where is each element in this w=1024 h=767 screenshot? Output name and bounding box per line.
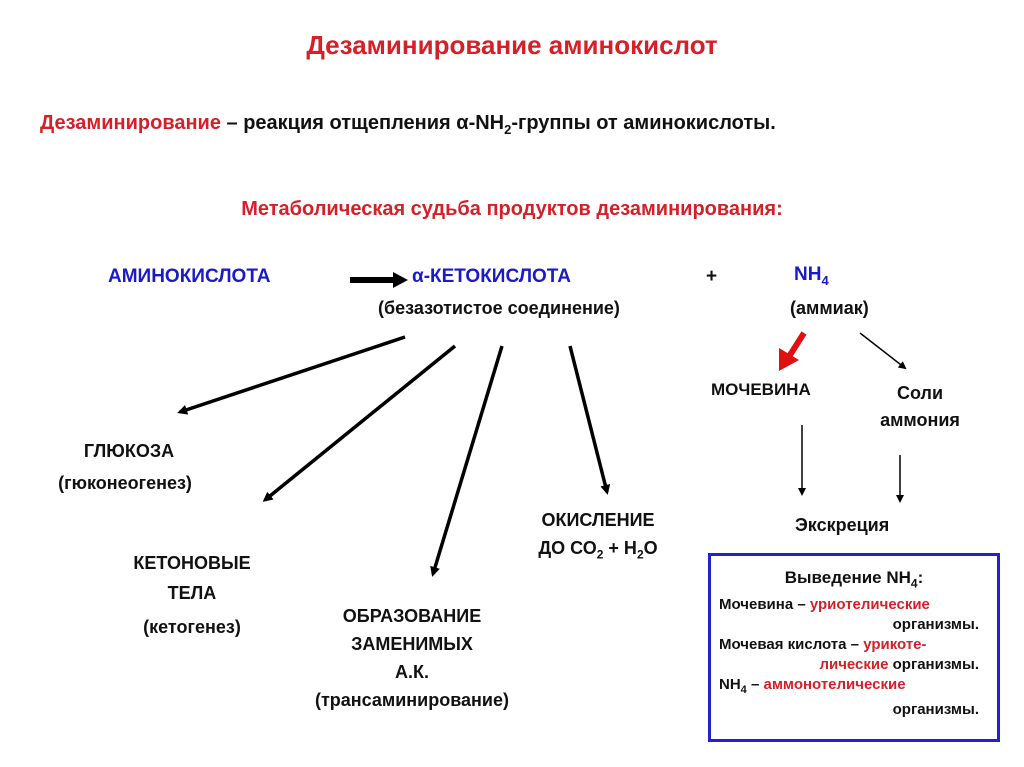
arrow-to-glucose: [177, 335, 406, 415]
synthesis-label-2: ЗАМЕНИМЫХ: [351, 634, 473, 654]
fate-heading: Метаболическая судьба продуктов дезамини…: [241, 198, 783, 220]
ketone-label-1: КЕТОНОВЫЕ: [133, 553, 251, 573]
salts-label-1: Соли: [896, 383, 944, 403]
keto-acid-label: α-КЕТОКИСЛОТА: [412, 266, 571, 288]
box-uric-line: Мочевая кислота – урикоте-: [719, 636, 927, 654]
glucose-block: ГЛЮКОЗА (гюконеогенез): [20, 435, 230, 499]
ketone-note: (кетогенез): [143, 617, 241, 637]
arrow-to-amino-synthesis: [430, 345, 504, 577]
box-organisms-3: организмы.: [892, 701, 979, 719]
box-header: Выведение NH4:: [784, 568, 924, 591]
box-organisms-1: организмы.: [892, 616, 979, 634]
amino-synthesis-block: ОБРАЗОВАНИЕ ЗАМЕНИМЫХ А.К. (трансаминиро…: [262, 602, 562, 714]
synthesis-note: (трансаминирование): [314, 690, 510, 710]
oxidation-block: ОКИСЛЕНИЕ ДО СО2 + Н2О: [498, 506, 698, 569]
arrow-to-ketone-bodies: [262, 344, 457, 502]
plus-sign: +: [706, 266, 718, 287]
synthesis-label-3: А.К.: [395, 662, 429, 682]
amino-group-subscript: 2: [504, 122, 512, 137]
ammonia-nh: NH: [794, 264, 822, 285]
keto-acid-note: (безазотистое соединение): [378, 298, 620, 318]
arrow-to-ammonium-salts: [859, 332, 907, 370]
main-reaction-arrow: [350, 272, 408, 288]
box-urea-line: Мочевина – уриотелические: [719, 596, 930, 614]
definition-term: Дезаминирование: [40, 112, 221, 134]
salts-label-2: аммония: [880, 410, 960, 430]
oxidation-label-2: ДО СО2 + Н2О: [538, 538, 658, 562]
urea-label: МОЧЕВИНА: [711, 380, 811, 399]
ammonium-salts-block: Соли аммония: [860, 380, 980, 434]
definition-line: Дезаминирование – реакция отщепления α-N…: [40, 112, 776, 137]
page-title: Дезаминирование аминокислот: [306, 30, 718, 60]
definition-text-end: -группы от аминокислоты.: [511, 112, 776, 134]
alpha-symbol: α: [456, 112, 469, 134]
ammonia-formula: NH4: [794, 264, 829, 288]
excretion-label: Экскреция: [795, 515, 890, 535]
amino-acid-label: АМИНОКИСЛОТА: [108, 266, 271, 287]
red-arrow-to-urea: [779, 331, 807, 371]
box-nh4-line: NH4 – аммонотелические: [719, 676, 906, 697]
ketone-label-2: ТЕЛА: [167, 583, 217, 603]
oxidation-label-1: ОКИСЛЕНИЕ: [541, 510, 655, 530]
glucose-label: ГЛЮКОЗА: [83, 441, 175, 461]
ketone-block: КЕТОНОВЫЕ ТЕЛА (кетогенез): [88, 548, 296, 642]
amino-group: -NH: [468, 112, 505, 134]
keto-alpha-symbol: α: [412, 266, 424, 287]
definition-text: – реакция отщепления: [220, 112, 457, 134]
ammonia-subscript: 4: [821, 272, 829, 288]
arrow-to-oxidation: [568, 345, 611, 495]
excretion-box: Выведение NH4: Мочевина – уриотелические…: [708, 553, 1000, 742]
keto-acid-text: -КЕТОКИСЛОТА: [423, 266, 571, 287]
box-organisms-2: лические организмы.: [819, 656, 979, 674]
glucose-note: (гюконеогенез): [58, 473, 192, 493]
ammonia-note: (аммиак): [790, 298, 869, 318]
synthesis-label-1: ОБРАЗОВАНИЕ: [342, 606, 482, 626]
